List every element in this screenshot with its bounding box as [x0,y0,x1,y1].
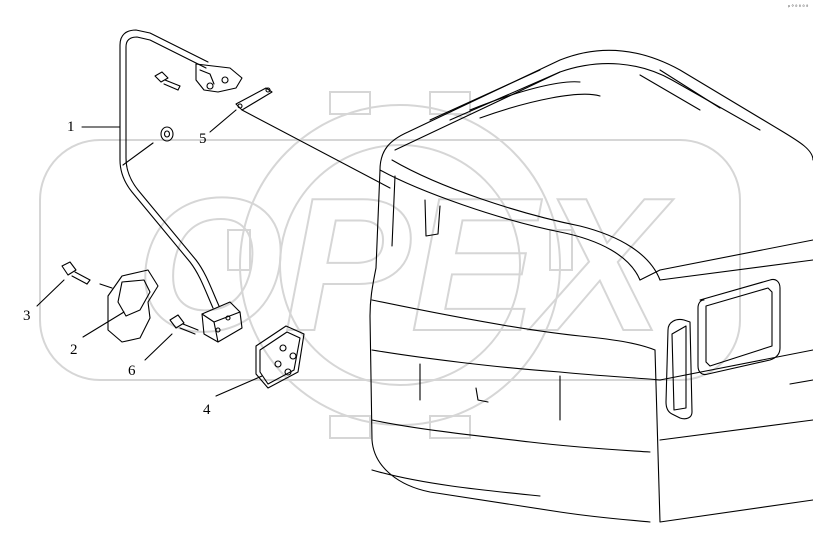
leader-5 [209,109,237,133]
callout-2: 2 [70,342,78,358]
upper-clamp [154,63,273,111]
mirror-bracket-rod [119,29,220,309]
leader-2 [82,311,125,338]
washer [160,126,174,142]
callout-5: 5 [199,131,207,147]
link-rod [241,109,391,189]
line-art [36,29,813,523]
truck-cab [369,49,813,523]
mounting-block [201,301,243,343]
corner-mark: ᵖ°⁰⁰⁰⁰ [787,4,809,11]
callout-1: 1 [67,119,75,135]
callout-4: 4 [203,402,211,418]
bolt-3 [61,261,91,285]
watermark-text: OPEX [136,159,674,371]
leader-4 [215,375,263,397]
callout-6: 6 [128,363,136,379]
leader-3 [36,279,65,307]
mounting-plate [255,325,305,389]
bolt-6 [169,314,199,335]
bracket-cover [107,269,159,343]
leader-6 [144,333,173,361]
leader-lines [36,109,263,397]
callout-3: 3 [23,308,31,324]
